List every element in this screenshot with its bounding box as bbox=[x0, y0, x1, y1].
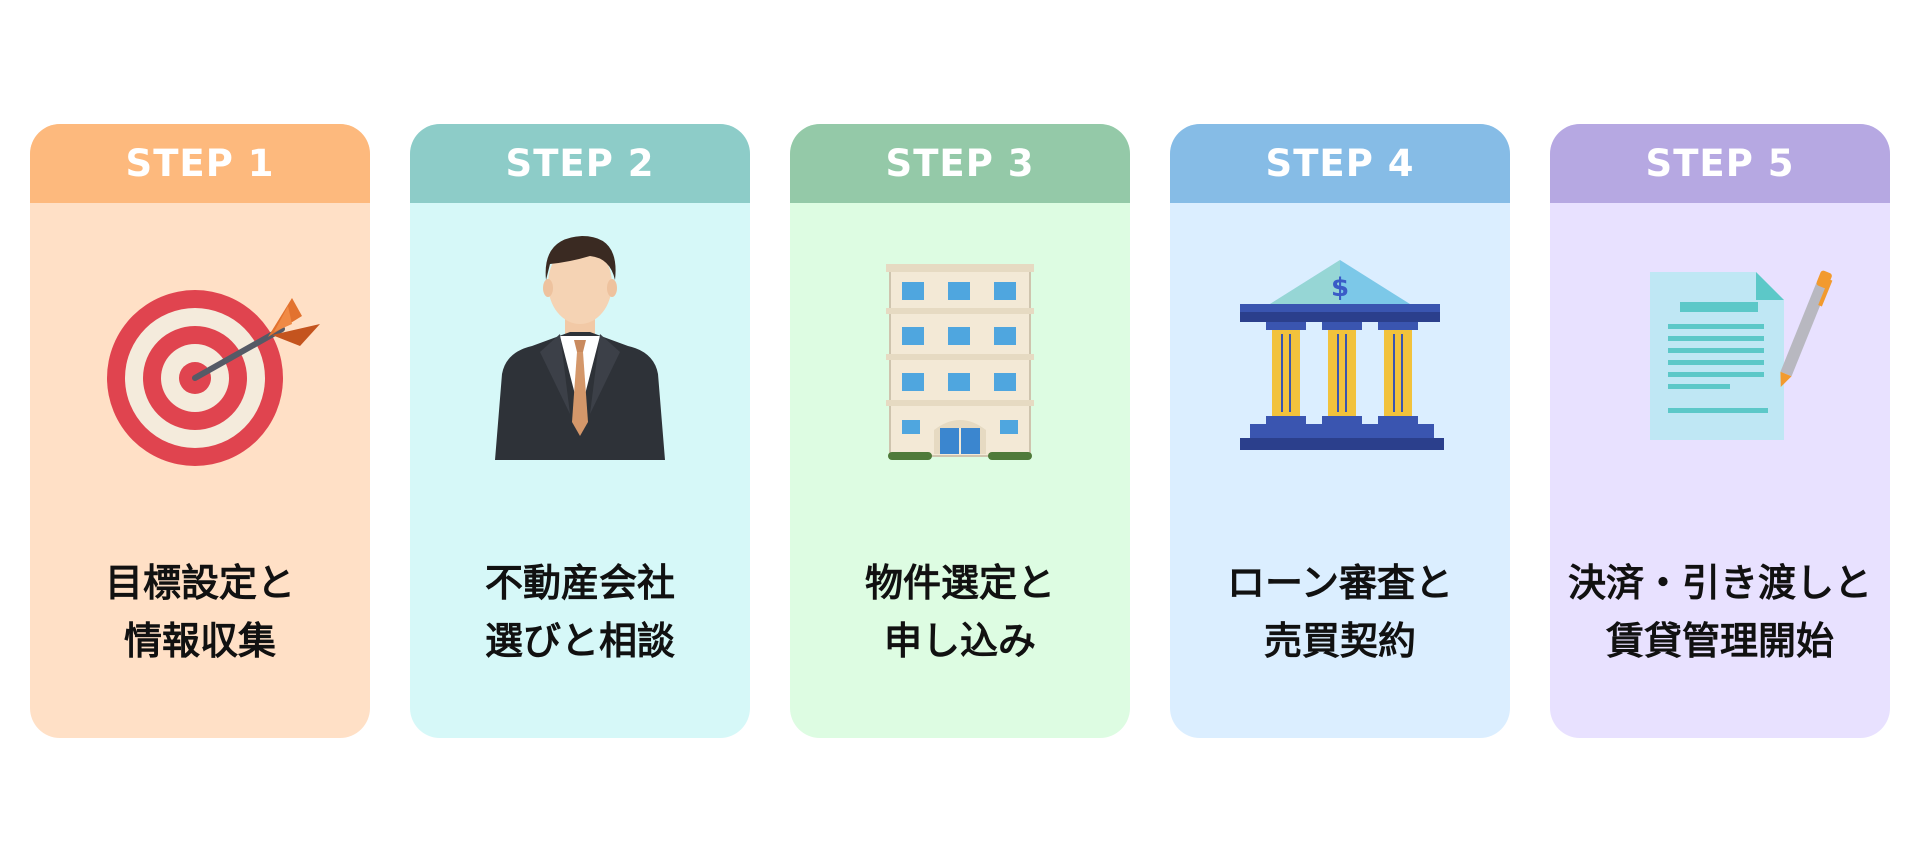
step-label-4: ローン審査と 売買契約 bbox=[1226, 561, 1454, 663]
contract-pen-icon bbox=[1550, 224, 1890, 494]
businessman-icon bbox=[410, 224, 750, 494]
step-card-1: STEP 1 目標設定と 情報収集 bbox=[30, 124, 370, 738]
step-label-3: 物件選定と 申し込み bbox=[864, 561, 1055, 663]
bank-dollar-sign: $ bbox=[1331, 273, 1349, 303]
target-arrow-icon bbox=[30, 224, 370, 494]
step-label-2: 不動産会社 選びと相談 bbox=[484, 561, 675, 663]
step-header-4: STEP 4 bbox=[1170, 124, 1510, 203]
step-card-3: STEP 3 bbox=[790, 124, 1130, 738]
step-header-3: STEP 3 bbox=[790, 124, 1130, 203]
step-header-5: STEP 5 bbox=[1550, 124, 1890, 203]
bank-icon: $ bbox=[1170, 224, 1510, 494]
step-card-2: STEP 2 bbox=[410, 124, 750, 738]
step-header-1: STEP 1 bbox=[30, 124, 370, 203]
step-header-2: STEP 2 bbox=[410, 124, 750, 203]
step-label-5: 決済・引き渡しと 賃貸管理開始 bbox=[1567, 561, 1872, 663]
step-label-1: 目標設定と 情報収集 bbox=[104, 561, 295, 663]
step-card-4: STEP 4 $ bbox=[1170, 124, 1510, 738]
apartment-building-icon bbox=[790, 224, 1130, 494]
step-card-5: STEP 5 bbox=[1550, 124, 1890, 738]
